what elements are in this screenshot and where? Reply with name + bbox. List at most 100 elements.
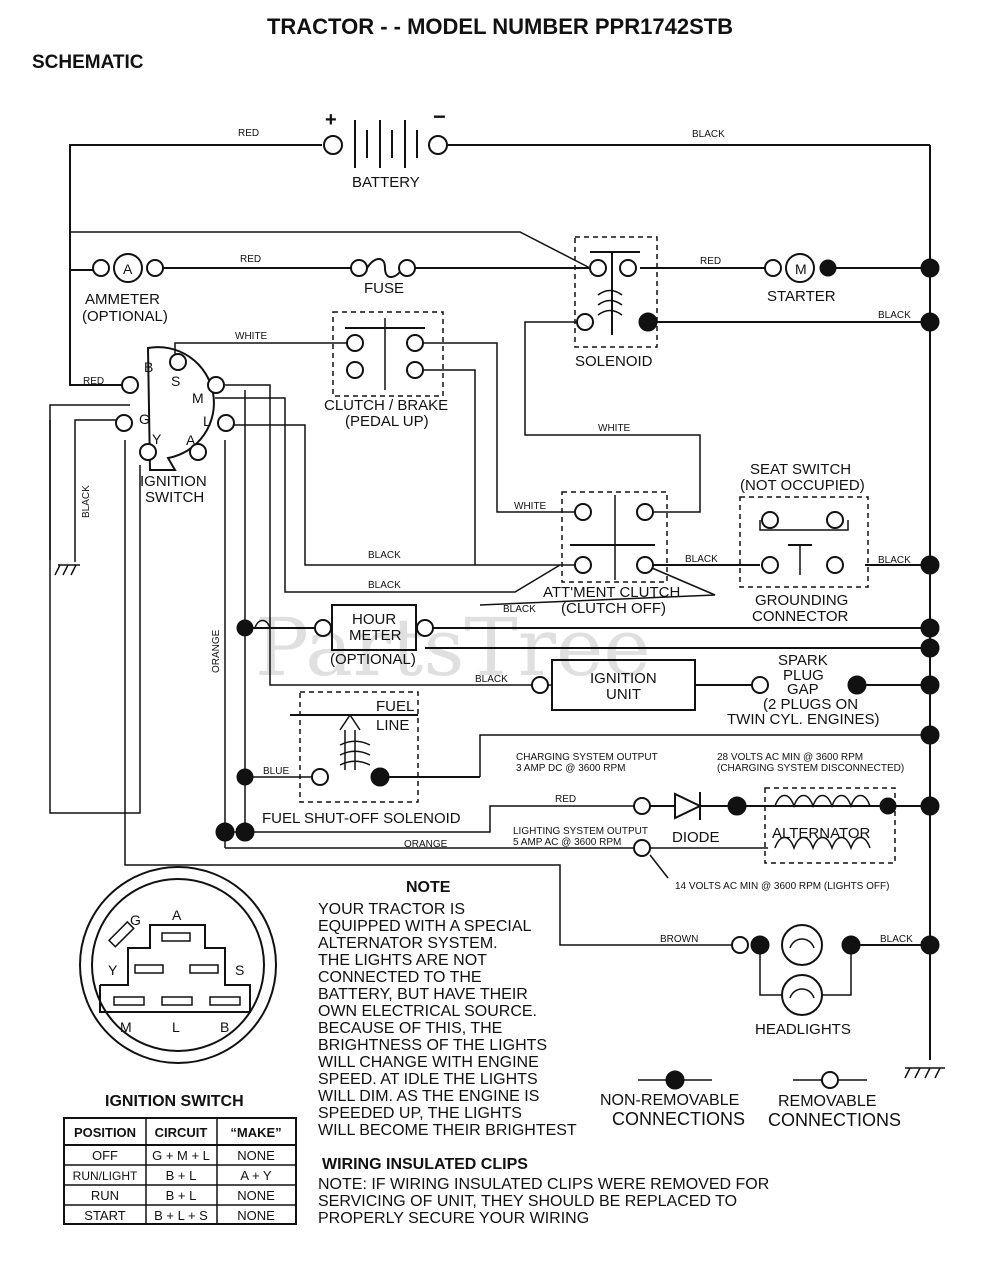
wire-label-black-1: BLACK (692, 129, 725, 140)
table-header: “MAKE” (230, 1125, 281, 1140)
lighting-output-2: 5 AMP AC @ 3600 RPM (513, 837, 621, 848)
battery: + − BATTERY (323, 104, 448, 191)
clips-line-3: PROPERLY SECURE YOUR WIRING (318, 1210, 589, 1227)
diode-label: DIODE (672, 829, 720, 846)
volts28-2: (CHARGING SYSTEM DISCONNECTED) (717, 763, 904, 774)
table-cell: NONE (237, 1148, 275, 1163)
clutch-brake-note: (PEDAL UP) (345, 413, 429, 430)
wires (49, 144, 931, 1060)
face-terminal-b: B (220, 1019, 229, 1035)
spark-label-3: GAP (787, 681, 819, 698)
terminal-s: S (171, 373, 180, 389)
wire-label-black-7: BLACK (503, 604, 536, 615)
ignition-unit: IGNITION UNIT (531, 659, 696, 711)
clips-line-2: SERVICING OF UNIT, THEY SHOULD BE REPLAC… (318, 1193, 737, 1210)
table-cell: RUN/LIGHT (73, 1169, 138, 1183)
wire-label-black-4: BLACK (685, 554, 718, 565)
grounding-connector-label-1: GROUNDING (755, 592, 848, 609)
clips-line-1: NOTE: IF WIRING INSULATED CLIPS WERE REM… (318, 1176, 769, 1193)
starter-symbol: M (795, 261, 807, 277)
ammeter-note: (OPTIONAL) (82, 308, 168, 325)
removable-label-2: CONNECTIONS (768, 1110, 901, 1130)
attachment-clutch-switch: ATT'MENT CLUTCH (CLUTCH OFF) (543, 491, 680, 617)
table-cell: OFF (92, 1148, 118, 1163)
hour-meter-label-2: METER (349, 627, 402, 644)
diode-alternator: CHARGING SYSTEM OUTPUT 3 AMP DC @ 3600 R… (513, 752, 904, 892)
hour-meter-note: (OPTIONAL) (330, 651, 416, 668)
note-block: NOTE YOUR TRACTOR IS EQUIPPED WITH A SPE… (318, 879, 577, 1139)
table-cell: NONE (237, 1188, 275, 1203)
hour-meter: HOUR METER (OPTIONAL) (236, 604, 434, 668)
seat-switch: SEAT SWITCH (NOT OCCUPIED) GROUNDING CON… (739, 461, 869, 625)
note-line: WILL DIM. AS THE ENGINE IS (318, 1088, 539, 1105)
note-line: WILL CHANGE WITH ENGINE (318, 1054, 539, 1071)
ground-icon (54, 564, 945, 1079)
fuse-label: FUSE (364, 280, 404, 297)
note-line: EQUIPPED WITH A SPECIAL (318, 918, 531, 935)
spark-label-4: (2 PLUGS ON (763, 696, 858, 713)
wire-label-black-5: BLACK (878, 555, 911, 566)
wire-label-red-4: RED (83, 376, 104, 387)
clutch-brake-switch: CLUTCH / BRAKE (PEDAL UP) (324, 311, 448, 430)
plus-icon: + (325, 109, 337, 131)
wire-label-red-2: RED (240, 254, 261, 265)
face-terminal-l: L (172, 1019, 180, 1035)
charging-output-2: 3 AMP DC @ 3600 RPM (516, 763, 625, 774)
wire-label-brown: BROWN (660, 934, 698, 945)
ignition-unit-label-1: IGNITION (590, 670, 657, 687)
note-heading: NOTE (406, 879, 451, 896)
note-line: BRIGHTNESS OF THE LIGHTS (318, 1037, 547, 1054)
ignition-switch-label-1: IGNITION (140, 473, 207, 490)
note-line: OWN ELECTRICAL SOURCE. (318, 1003, 537, 1020)
wiring-clips-note: WIRING INSULATED CLIPS NOTE: IF WIRING I… (318, 1156, 769, 1227)
table-header: CIRCUIT (155, 1125, 208, 1140)
alternator-label: ALTERNATOR (772, 825, 871, 842)
headlights: HEADLIGHTS (731, 924, 861, 1038)
fuel-shutoff-label: FUEL SHUT-OFF SOLENOID (262, 810, 461, 827)
note-line: SPEEDED UP, THE LIGHTS (318, 1105, 522, 1122)
attment-clutch-note: (CLUTCH OFF) (561, 600, 666, 617)
ammeter-symbol: A (123, 261, 133, 277)
lighting-output-1: LIGHTING SYSTEM OUTPUT (513, 826, 648, 837)
wire-label-blue: BLUE (263, 766, 289, 777)
spark-plug: SPARK PLUG GAP (2 PLUGS ON TWIN CYL. ENG… (727, 652, 880, 728)
terminal-l: L (203, 413, 211, 429)
ignition-switch-table: IGNITION SWITCH POSITION CIRCUIT “MAKE” … (63, 1093, 297, 1225)
wire-label-white-1: WHITE (235, 331, 268, 342)
page-title: TRACTOR - - MODEL NUMBER PPR1742STB (267, 14, 733, 39)
note-line: BECAUSE OF THIS, THE (318, 1020, 502, 1037)
terminal-a: A (186, 432, 196, 448)
minus-icon: − (433, 104, 446, 129)
terminal-y: Y (152, 431, 162, 447)
ammeter-label: AMMETER (85, 291, 160, 308)
wire-label-orange-1: ORANGE (404, 839, 448, 850)
table-cell: START (84, 1208, 125, 1223)
wire-label-white-3: WHITE (514, 501, 547, 512)
solenoid: SOLENOID (574, 236, 658, 370)
wire-label-black-8: BLACK (475, 674, 508, 685)
volts28-1: 28 VOLTS AC MIN @ 3600 RPM (717, 752, 863, 763)
ignition-unit-label-2: UNIT (606, 686, 641, 703)
table-cell: B + L + S (154, 1208, 208, 1223)
face-terminal-s: S (235, 962, 244, 978)
junction-dots (215, 258, 940, 955)
clutch-brake-label: CLUTCH / BRAKE (324, 397, 448, 414)
hour-meter-label-1: HOUR (352, 611, 396, 628)
non-removable-label-2: CONNECTIONS (612, 1109, 745, 1129)
wire-label-orange-2: ORANGE (211, 629, 222, 673)
removable-label-1: REMOVABLE (778, 1093, 876, 1110)
note-line: ALTERNATOR SYSTEM. (318, 935, 498, 952)
fuel-line-label-2: LINE (376, 717, 409, 734)
battery-label: BATTERY (352, 174, 420, 191)
table-header: POSITION (74, 1125, 136, 1140)
spark-label-1: SPARK (778, 652, 828, 669)
fuse: FUSE (350, 258, 416, 297)
face-terminal-g: G (130, 912, 141, 928)
table-cell: B + L (166, 1168, 197, 1183)
terminal-b: B (144, 359, 153, 375)
starter: M STARTER (764, 253, 837, 305)
table-cell: NONE (237, 1208, 275, 1223)
legend: NON-REMOVABLE CONNECTIONS REMOVABLE CONN… (600, 1070, 901, 1130)
note-line: SPEED. AT IDLE THE LIGHTS (318, 1071, 538, 1088)
